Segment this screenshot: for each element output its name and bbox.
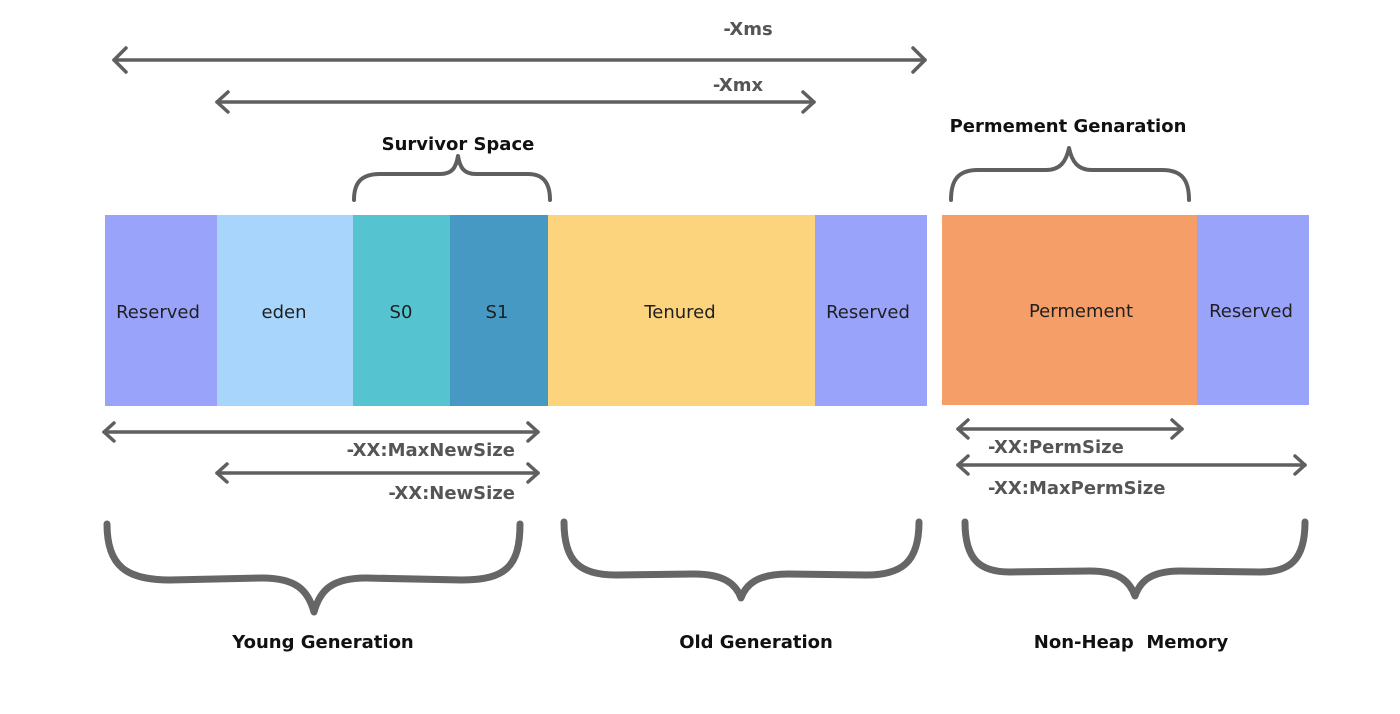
tenured-label: Tenured [643, 302, 715, 323]
xms-arrow [112, 46, 927, 74]
reserved-perm-block [1197, 215, 1309, 405]
heap-bar [105, 215, 927, 406]
s0-label: S0 [390, 302, 413, 323]
old-generation-label: Old Generation [679, 632, 833, 653]
max-perm-size-arrow [956, 454, 1307, 476]
young-generation-brace [103, 520, 524, 616]
xmx-arrow [215, 90, 816, 114]
non-heap-brace [961, 518, 1309, 600]
perm-size-label: -XX:PermSize [988, 437, 1124, 458]
max-new-size-arrow [102, 421, 540, 443]
s0-block [353, 215, 450, 406]
reserved-young-block [105, 215, 217, 406]
xms-label: -Xms [723, 19, 772, 40]
permanent-generation-label: Permement Genaration [950, 116, 1187, 137]
non-heap-memory-label: Non-Heap Memory [1034, 632, 1229, 653]
s1-block [450, 215, 548, 406]
s1-label: S1 [486, 302, 509, 323]
old-generation-brace [560, 518, 923, 602]
permanent-label: Permement [1029, 301, 1133, 322]
max-perm-size-label: -XX:MaxPermSize [988, 478, 1165, 499]
reserved-old-block [815, 215, 927, 406]
xmx-label: -Xmx [713, 75, 764, 96]
eden-block [217, 215, 353, 406]
young-generation-label: Young Generation [231, 632, 414, 653]
new-size-arrow [215, 462, 540, 484]
non-heap-bar [942, 215, 1309, 405]
perm-size-arrow [956, 418, 1184, 440]
max-new-size-label: -XX:MaxNewSize [347, 440, 515, 461]
permanent-generation-brace [949, 146, 1191, 202]
reserved-young-label: Reserved [116, 302, 200, 323]
eden-label: eden [262, 302, 307, 323]
tenured-block [548, 215, 815, 406]
survivor-space-brace [352, 154, 552, 202]
reserved-perm-label: Reserved [1209, 301, 1293, 322]
survivor-space-label: Survivor Space [382, 134, 535, 155]
permanent-block [942, 215, 1197, 405]
new-size-label: -XX:NewSize [388, 483, 515, 504]
reserved-old-label: Reserved [826, 302, 910, 323]
